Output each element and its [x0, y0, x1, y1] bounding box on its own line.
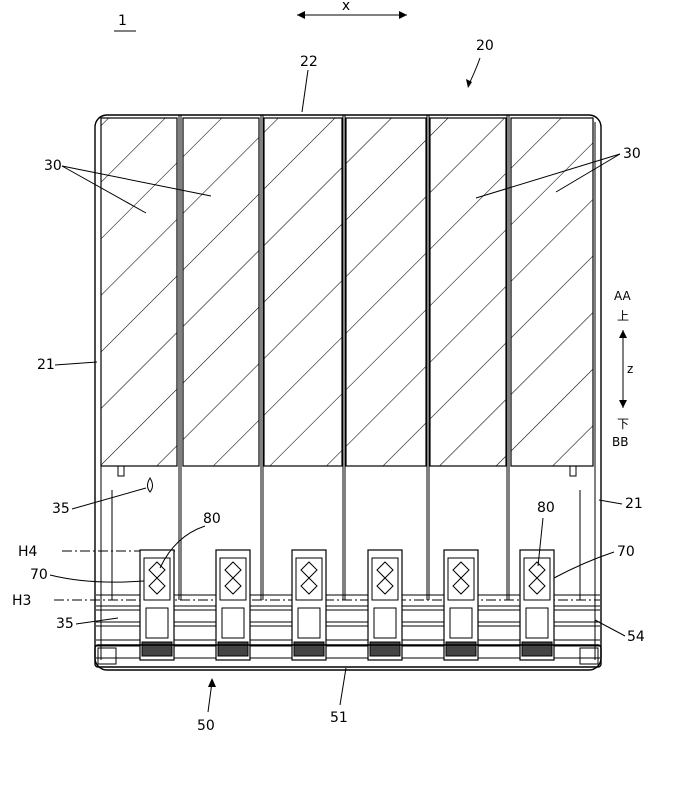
leader-70-left [50, 575, 144, 582]
valve-unit-1 [140, 550, 174, 660]
label-21-right: 21 [625, 496, 643, 512]
figure-number: 1 [118, 13, 127, 29]
dir-down-code: BB [612, 435, 628, 449]
leader-51 [340, 668, 346, 705]
ink-pack-4 [346, 118, 426, 466]
label-35-top: 35 [52, 501, 70, 517]
label-70-right: 70 [617, 544, 635, 560]
valve-unit-2 [216, 550, 250, 660]
label-70-left: 70 [30, 567, 48, 583]
label-21-left: 21 [37, 357, 55, 373]
valve-unit-3 [292, 550, 326, 660]
arrowhead-50 [208, 678, 216, 687]
label-80-right: 80 [537, 500, 555, 516]
label-35-bottom: 35 [56, 616, 74, 632]
ink-pack-5 [430, 118, 506, 466]
leader-22 [302, 70, 308, 112]
leader-21-right [599, 500, 622, 504]
ink-pack-3 [264, 118, 342, 466]
ink-packs [101, 118, 593, 466]
tabs-35 [112, 466, 580, 600]
ink-pack-1 [101, 118, 177, 466]
label-50: 50 [197, 718, 215, 734]
label-22: 22 [300, 54, 318, 70]
valve-units [140, 550, 554, 660]
leader-35-top [72, 488, 146, 509]
label-51: 51 [330, 710, 348, 726]
label-30-left: 30 [44, 158, 62, 174]
label-h3: H3 [12, 593, 31, 609]
label-h4: H4 [18, 544, 38, 560]
label-20: 20 [476, 38, 494, 54]
valve-unit-6 [520, 550, 554, 660]
dir-down-char: 下 [617, 417, 629, 431]
dir-up-char: 上 [617, 309, 629, 323]
label-80-left: 80 [203, 511, 221, 527]
valve-unit-4 [368, 550, 402, 660]
z-axis-label: z [627, 362, 633, 376]
z-axis-arrow [619, 330, 627, 408]
dir-up-code: AA [614, 289, 632, 303]
label-54: 54 [627, 629, 645, 645]
valve-unit-5 [444, 550, 478, 660]
ink-pack-6 [511, 118, 593, 466]
x-axis-label: x [342, 0, 350, 14]
leader-21-left [55, 362, 97, 365]
label-30-right: 30 [623, 146, 641, 162]
ink-pack-2 [183, 118, 259, 466]
leader-70-right [554, 552, 614, 578]
leader-35-bottom [76, 618, 118, 624]
leader-54 [595, 620, 625, 636]
x-axis-arrow [297, 11, 407, 19]
